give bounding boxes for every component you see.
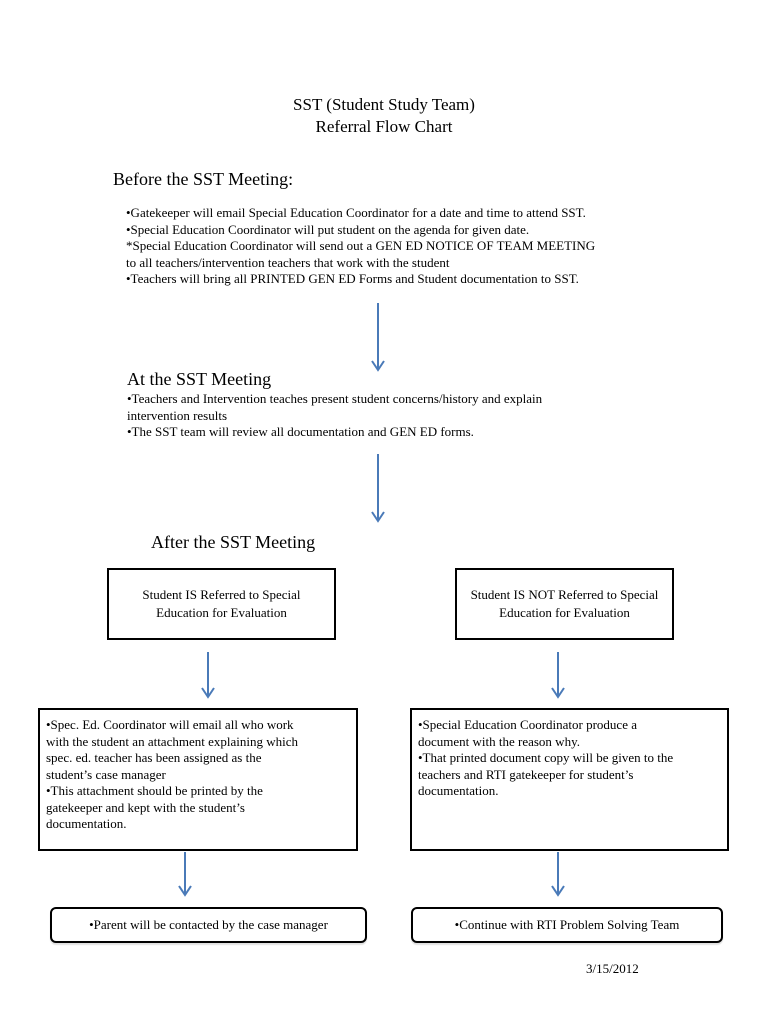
action-line: document with the reason why. <box>418 733 580 749</box>
at-line: •Teachers and Intervention teaches prese… <box>127 391 543 406</box>
action-line: documentation. <box>418 783 499 798</box>
at-line: •The SST team will review all documentat… <box>127 424 474 439</box>
action-line: with the student an attachment explainin… <box>46 733 298 749</box>
outcome-box-not-referred: •Continue with RTI Problem Solving Team <box>411 907 723 943</box>
flow-arrow-down <box>178 852 192 897</box>
action-line: gatekeeper and kept with the student’s <box>46 799 245 815</box>
before-line: •Gatekeeper will email Special Education… <box>126 205 586 220</box>
at-list: •Teachers and Intervention teaches prese… <box>127 391 542 441</box>
action-line: spec. ed. teacher has been assigned as t… <box>46 750 262 765</box>
outcome-text-not-referred: •Continue with RTI Problem Solving Team <box>454 917 680 932</box>
action-line: teachers and RTI gatekeeper for student’… <box>418 766 634 782</box>
action-box-referred: •Spec. Ed. Coordinator will email all wh… <box>38 708 358 851</box>
before-line: •Teachers will bring all PRINTED GEN ED … <box>126 271 579 286</box>
action-line: •Special Education Coordinator produce a <box>418 717 637 732</box>
flow-arrow-down <box>201 652 215 699</box>
flow-arrow-down <box>371 454 385 523</box>
flow-arrow-down <box>551 652 565 699</box>
after-heading: After the SST Meeting <box>151 532 316 552</box>
before-line: •Special Education Coordinator will put … <box>126 221 530 237</box>
decision-text-referred: Student IS Referred to Special Education… <box>142 587 301 620</box>
before-line: *Special Education Coordinator will send… <box>126 238 596 253</box>
action-line: documentation. <box>46 816 127 831</box>
flow-arrow-down <box>551 852 565 897</box>
action-list-referred: •Spec. Ed. Coordinator will email all wh… <box>46 717 356 833</box>
action-line: •Spec. Ed. Coordinator will email all wh… <box>46 717 294 732</box>
document-date: 3/15/2012 <box>586 961 639 976</box>
decision-box-not-referred: Student IS NOT Referred to Special Educa… <box>455 568 674 640</box>
at-heading: At the SST Meeting <box>127 369 272 389</box>
outcome-box-referred: •Parent will be contacted by the case ma… <box>50 907 367 943</box>
title-line-2: Referral Flow Chart <box>315 117 453 136</box>
action-line: •This attachment should be printed by th… <box>46 783 263 798</box>
at-line: intervention results <box>127 407 228 423</box>
before-line: to all teachers/intervention teachers th… <box>126 254 450 270</box>
flow-arrow-down <box>371 303 385 372</box>
page-title: SST (Student Study Team) Referral Flow C… <box>0 94 768 138</box>
action-list-not-referred: •Special Education Coordinator produce a… <box>418 717 727 800</box>
decision-box-referred: Student IS Referred to Special Education… <box>107 568 336 640</box>
title-line-1: SST (Student Study Team) <box>293 95 475 114</box>
before-heading: Before the SST Meeting: <box>113 169 294 189</box>
action-box-not-referred: •Special Education Coordinator produce a… <box>410 708 729 851</box>
decision-text-not-referred: Student IS NOT Referred to Special Educa… <box>470 587 659 620</box>
before-list: •Gatekeeper will email Special Education… <box>126 205 595 288</box>
action-line: student’s case manager <box>46 766 166 782</box>
outcome-text-referred: •Parent will be contacted by the case ma… <box>89 917 328 932</box>
action-line: •That printed document copy will be give… <box>418 750 674 765</box>
